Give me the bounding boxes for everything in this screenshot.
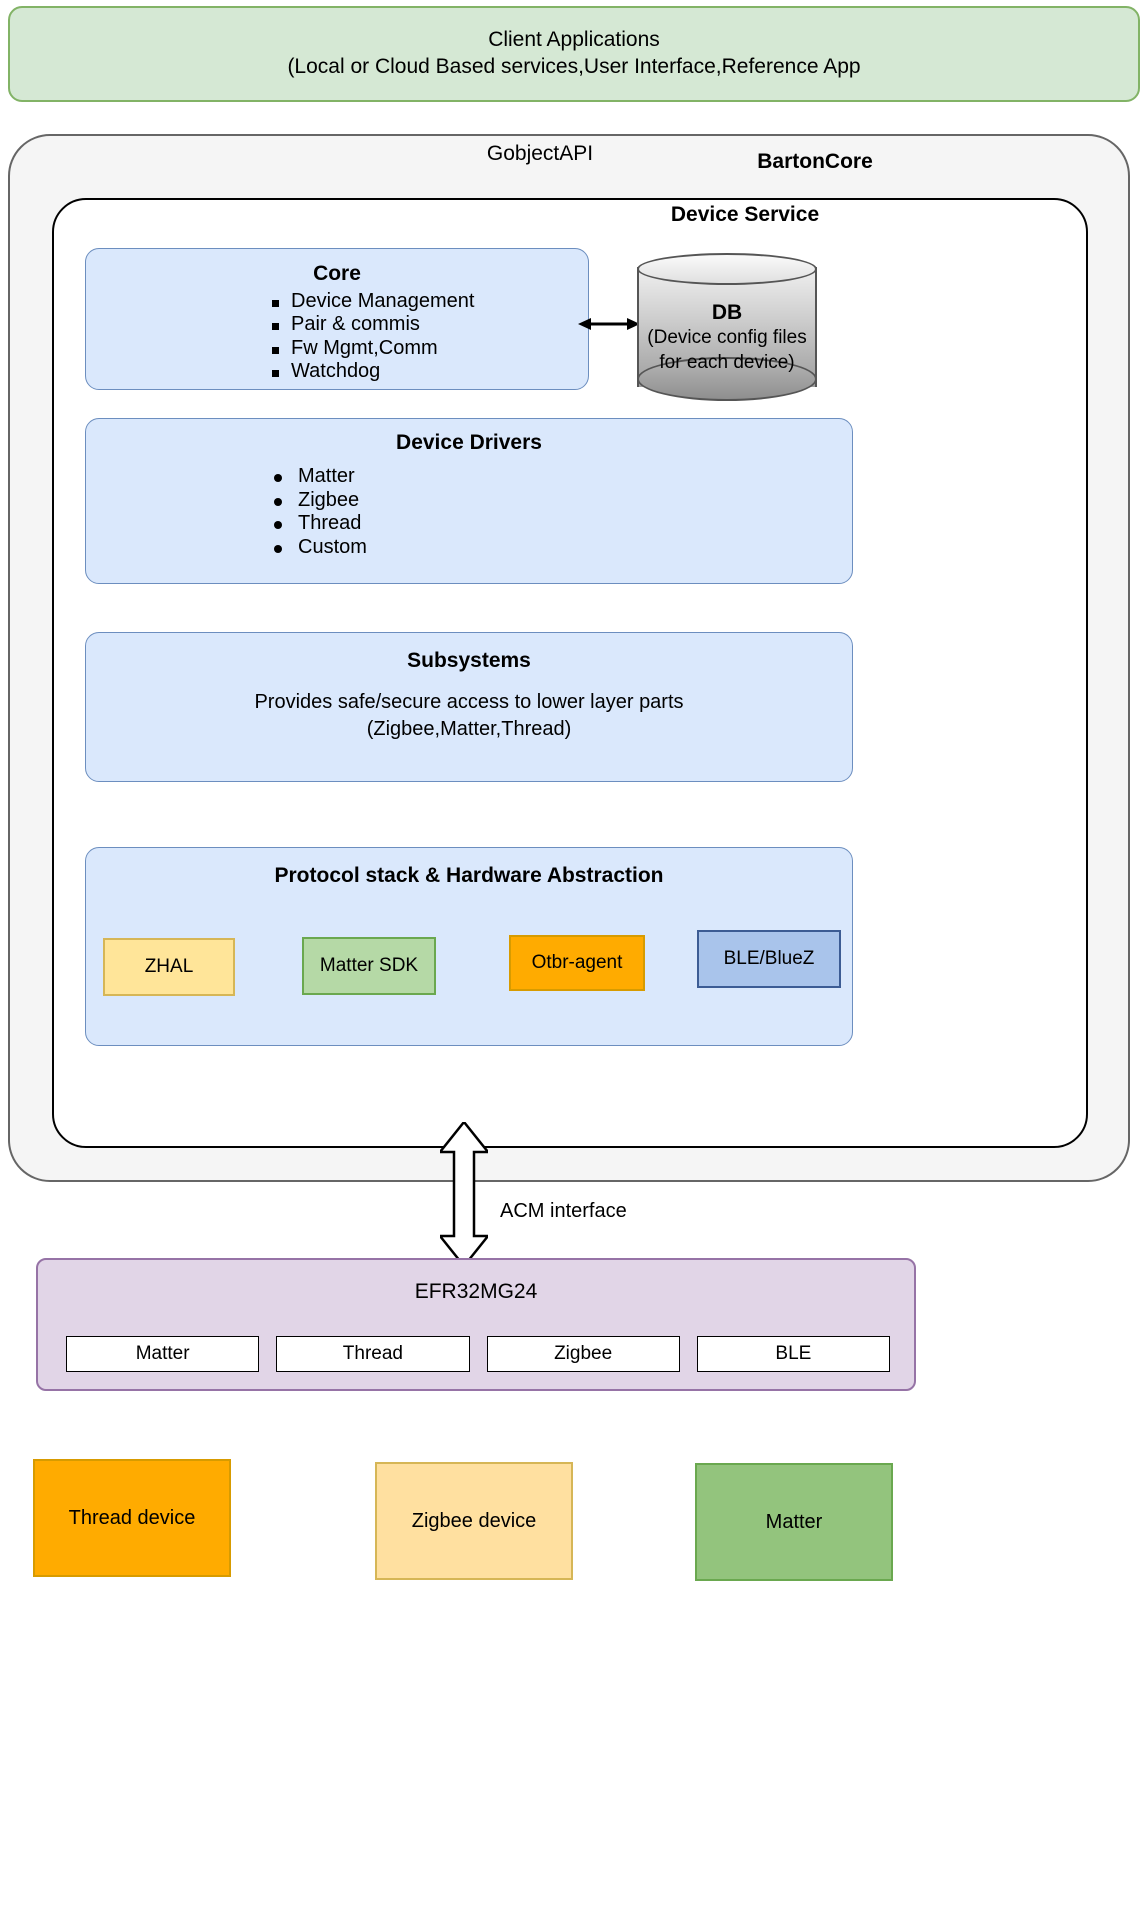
barton-core-title: BartonCore [757, 150, 873, 173]
efr32-protocol-zigbee: Zigbee [486, 1336, 680, 1372]
subsystems-title: Subsystems [407, 649, 531, 672]
database-cylinder: DB (Device config files for each device) [637, 253, 817, 401]
protocol-chip-ble-bluez: BLE/BlueZ [697, 930, 841, 988]
client-applications-box: Client Applications (Local or Cloud Base… [8, 6, 1140, 102]
gobject-api-label: GobjectAPI [486, 142, 594, 165]
db-line-1: (Device config files [647, 327, 807, 349]
db-title: DB [711, 301, 743, 324]
device-drivers-item-list: Matter Zigbee Thread Custom [86, 465, 852, 559]
device-driver-item: Custom [86, 536, 852, 560]
db-cylinder-bottom [637, 357, 817, 401]
zigbee-device-box: Zigbee device [375, 1462, 573, 1580]
core-item: Fw Mgmt,Comm [86, 337, 588, 360]
protocol-chip-zhal: ZHAL [103, 938, 235, 996]
device-driver-item: Matter [86, 465, 852, 489]
core-item: Pair & commis [86, 313, 588, 336]
efr32mg24-box: EFR32MG24 Matter Thread Zigbee BLE [36, 1258, 916, 1391]
efr32mg24-protocol-row: Matter Thread Zigbee BLE [66, 1336, 890, 1372]
protocol-chip-matter-sdk: Matter SDK [302, 937, 436, 995]
device-driver-item: Thread [86, 512, 852, 536]
client-applications-line-1: Client Applications [488, 28, 660, 52]
thread-device-box: Thread device [33, 1459, 231, 1577]
efr32mg24-title: EFR32MG24 [414, 1280, 538, 1303]
protocol-stack-title: Protocol stack & Hardware Abstraction [274, 864, 664, 887]
acm-double-arrow-icon [440, 1122, 488, 1266]
db-cylinder-top [637, 253, 817, 285]
core-item: Device Management [86, 290, 588, 313]
core-db-bidirectional-arrow-icon [578, 318, 640, 330]
acm-interface-label: ACM interface [500, 1200, 627, 1222]
device-drivers-box: Device Drivers Matter Zigbee Thread Cust… [85, 418, 853, 584]
client-applications-line-2: (Local or Cloud Based services,User Inte… [287, 55, 861, 78]
device-driver-item: Zigbee [86, 489, 852, 513]
core-title: Core [313, 262, 361, 285]
device-service-title: Device Service [670, 203, 820, 226]
subsystems-line-2: (Zigbee,Matter,Thread) [366, 718, 572, 740]
subsystems-line-1: Provides safe/secure access to lower lay… [254, 691, 684, 713]
protocol-chip-otbr-agent: Otbr-agent [509, 935, 645, 991]
protocol-stack-box: Protocol stack & Hardware Abstraction ZH… [85, 847, 853, 1046]
efr32-protocol-thread: Thread [276, 1336, 470, 1372]
core-item-list: Device Management Pair & commis Fw Mgmt,… [86, 290, 588, 384]
db-line-2: for each device) [659, 351, 795, 373]
efr32-protocol-matter: Matter [66, 1336, 260, 1372]
matter-device-box: Matter [695, 1463, 893, 1581]
db-label-group: DB (Device config files for each device) [637, 299, 817, 376]
device-drivers-title: Device Drivers [396, 431, 542, 454]
subsystems-description: Provides safe/secure access to lower lay… [86, 689, 852, 743]
protocol-chip-row: ZHAL Matter SDK Otbr-agent BLE/BlueZ [86, 930, 854, 996]
core-item: Watchdog [86, 360, 588, 383]
subsystems-box: Subsystems Provides safe/secure access t… [85, 632, 853, 782]
core-box: Core Device Management Pair & commis Fw … [85, 248, 589, 390]
efr32-protocol-ble: BLE [696, 1336, 890, 1372]
